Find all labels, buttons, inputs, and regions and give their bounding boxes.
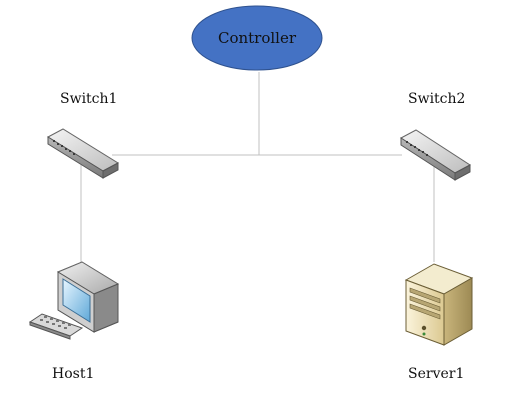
controller-label: Controller [218,29,297,47]
desktop-computer-icon [28,261,120,340]
network-switch-icon [46,128,120,179]
switch1-label: Switch1 [60,91,117,107]
host1-node[interactable]: Host1 [28,261,120,382]
switch2-node[interactable]: Switch2 [400,91,471,181]
switch1-node[interactable]: Switch1 [46,91,120,179]
server1-node[interactable]: Server1 [404,263,474,382]
links [80,72,435,262]
network-switch-icon [400,129,471,181]
server-tower-icon [404,263,474,346]
server1-label: Server1 [408,366,464,382]
controller-ellipse [191,5,323,71]
host1-label: Host1 [52,366,94,382]
switch2-label: Switch2 [408,91,465,107]
controller-node[interactable]: Controller [191,5,323,71]
